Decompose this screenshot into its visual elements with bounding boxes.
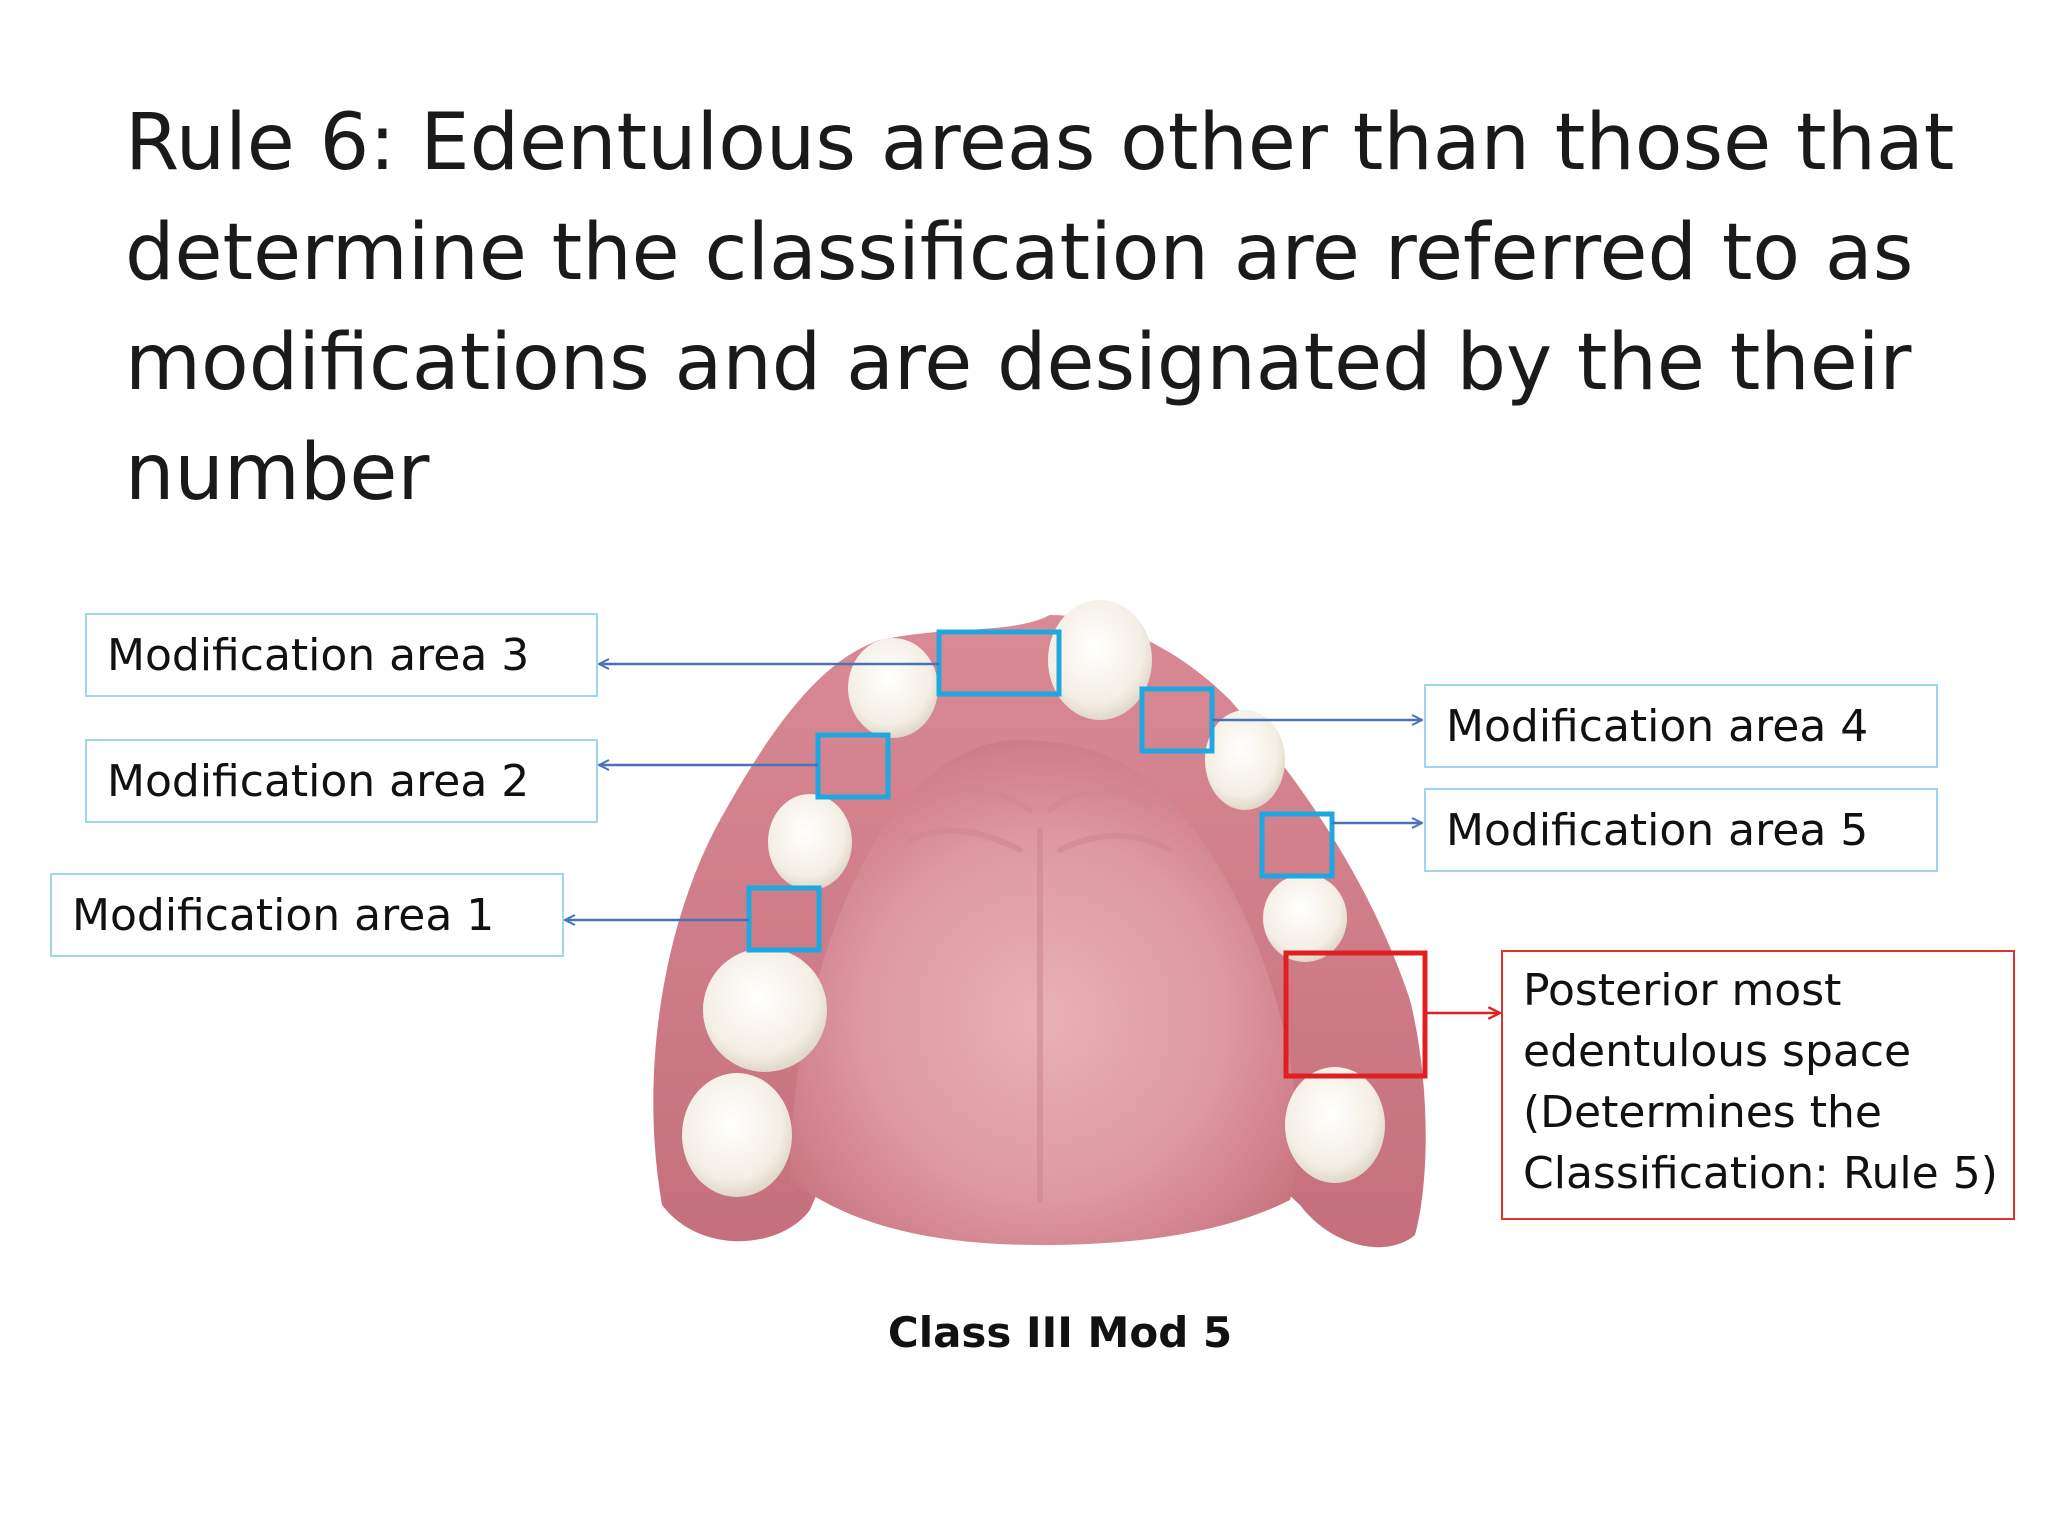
tooth-right-premolar xyxy=(1263,874,1347,962)
posterior-line-1: Posterior most xyxy=(1523,965,1842,1016)
tooth-left-premolar xyxy=(768,794,852,890)
tooth-right-molar xyxy=(1285,1067,1385,1183)
title-line-1: Rule 6: Edentulous areas other than thos… xyxy=(125,98,1955,188)
title-line-3: modifications and are designated by the … xyxy=(125,318,1912,408)
posterior-space-box xyxy=(1283,950,1428,1079)
posterior-line-2: edentulous space xyxy=(1523,1026,1912,1077)
posterior-space-label: Posterior most edentulous space (Determi… xyxy=(1501,950,2015,1220)
label-modification-area-5-text: Modification area 5 xyxy=(1446,804,1869,856)
tooth-left-lateral xyxy=(848,638,938,738)
posterior-line-3: (Determines the xyxy=(1523,1087,1882,1138)
slide-title: Rule 6: Edentulous areas other than thos… xyxy=(125,88,1955,528)
title-line-2: determine the classification are referre… xyxy=(125,208,1914,298)
label-modification-area-1: Modification area 1 xyxy=(50,873,564,957)
label-modification-area-1-text: Modification area 1 xyxy=(72,889,495,941)
label-modification-area-3: Modification area 3 xyxy=(85,613,598,697)
label-modification-area-5: Modification area 5 xyxy=(1424,788,1938,872)
mod-box-5 xyxy=(1259,811,1335,879)
tooth-left-molar-1 xyxy=(703,948,827,1072)
label-modification-area-4: Modification area 4 xyxy=(1424,684,1938,768)
palatal-rugae xyxy=(907,786,1173,1203)
diagram-caption: Class III Mod 5 xyxy=(887,1308,1233,1357)
tooth-left-molar-2 xyxy=(682,1073,792,1197)
label-modification-area-2: Modification area 2 xyxy=(85,739,598,823)
palate xyxy=(790,740,1298,1245)
title-line-4: number xyxy=(125,428,430,518)
posterior-line-4: Classification: Rule 5) xyxy=(1523,1148,1998,1199)
tooth-right-canine xyxy=(1205,710,1285,810)
tooth-central-incisor xyxy=(1048,600,1152,720)
label-modification-area-3-text: Modification area 3 xyxy=(107,629,530,681)
label-modification-area-4-text: Modification area 4 xyxy=(1446,700,1869,752)
label-modification-area-2-text: Modification area 2 xyxy=(107,755,530,807)
